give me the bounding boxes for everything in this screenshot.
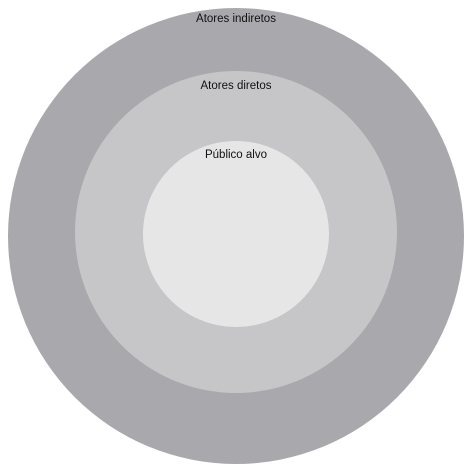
outer-ring-label: Atores indiretos [196,13,276,25]
inner-circle-label: Público alvo [205,149,267,161]
middle-ring-label: Atores diretos [201,80,272,92]
inner-circle-target-audience [143,141,329,327]
